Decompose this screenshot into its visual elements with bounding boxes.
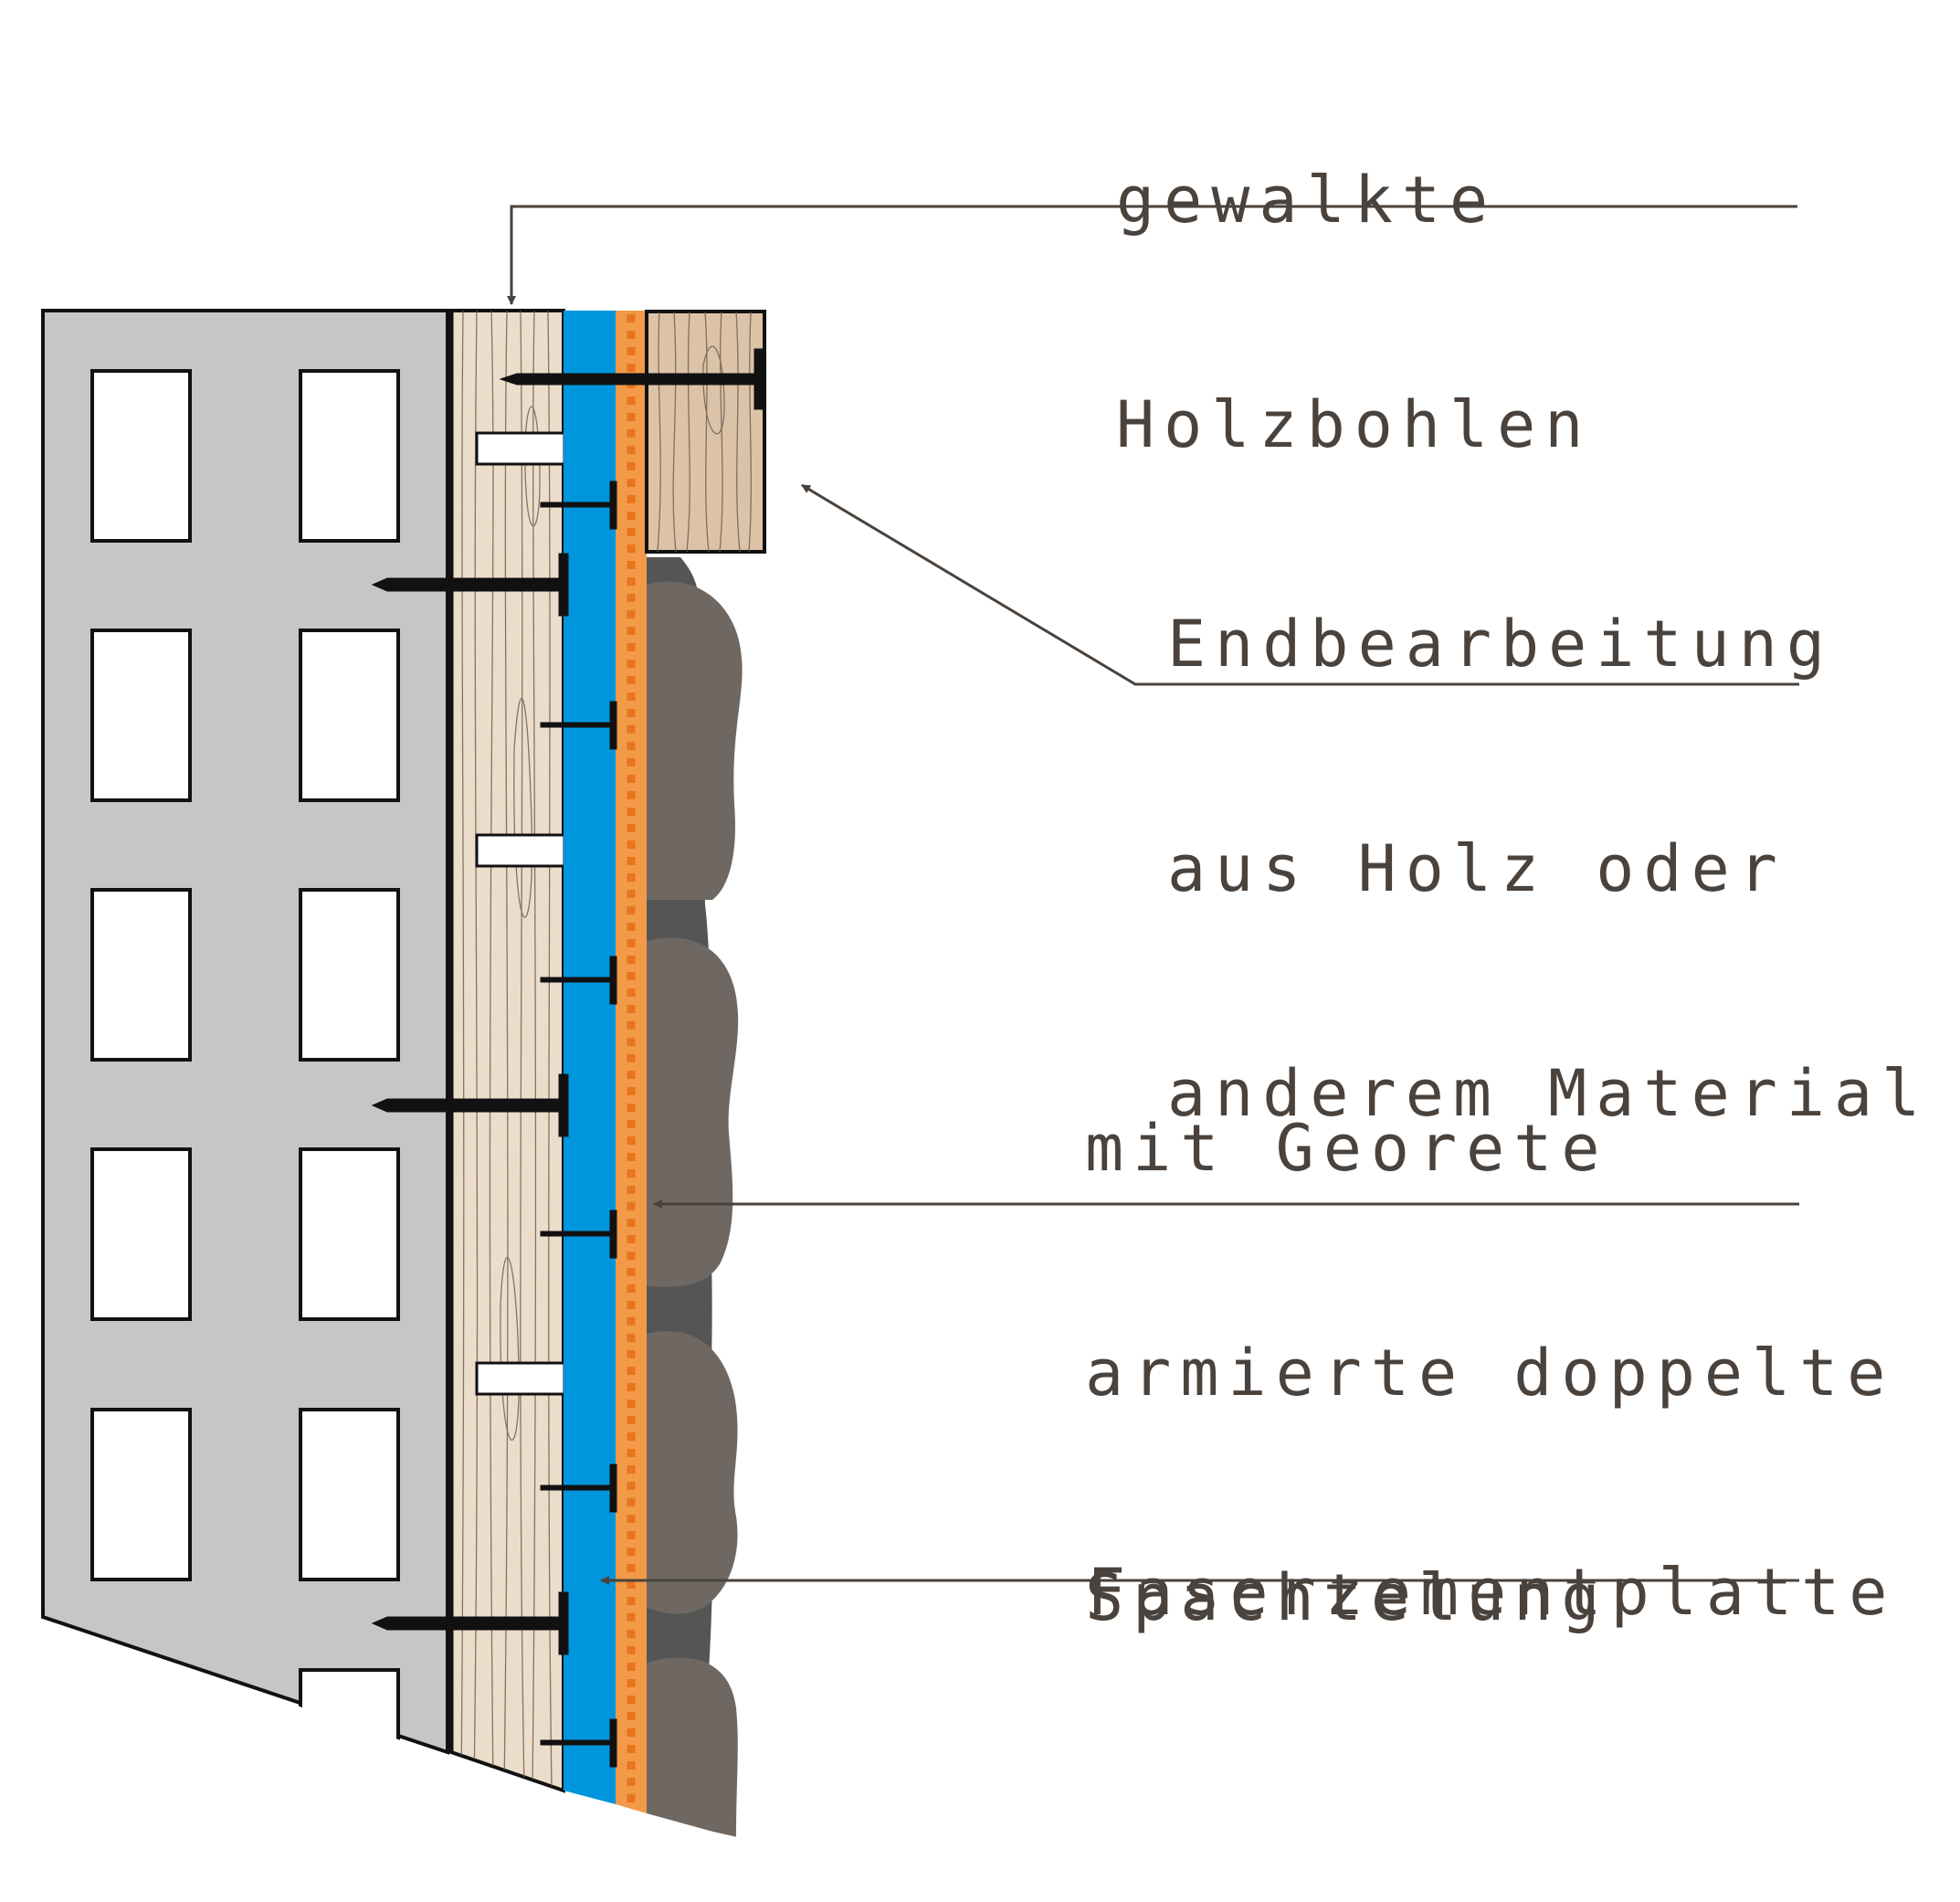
label-line: Faserzementplatte xyxy=(1087,1555,1897,1630)
screw xyxy=(540,481,617,530)
label-line: mit Georete xyxy=(1085,1111,1609,1186)
label-line: aus Holz oder xyxy=(1167,831,1786,906)
screw xyxy=(371,1591,569,1655)
label-faserzementplatte: Faserzementplatte xyxy=(1087,1405,1896,1780)
wood-end-piece xyxy=(645,310,766,554)
stone xyxy=(647,581,743,900)
label-line: Endbearbeitung xyxy=(1167,607,1835,682)
stone xyxy=(647,1331,738,1614)
screw xyxy=(540,1718,617,1768)
wall-plug xyxy=(475,1361,566,1396)
fiber-cement-board xyxy=(564,311,616,1804)
leader-holzbohlen xyxy=(507,205,1797,305)
wood-plank xyxy=(448,309,566,1793)
screw xyxy=(371,1073,569,1137)
screw xyxy=(371,553,569,617)
label-line: gewalkte xyxy=(1116,163,1498,238)
screw xyxy=(540,701,617,750)
screw xyxy=(499,348,764,410)
stone xyxy=(647,937,739,1287)
wall-plug xyxy=(475,431,566,466)
screw xyxy=(540,956,617,1005)
label-line: anderem Material xyxy=(1167,1056,1930,1131)
label-line: Spachtelung xyxy=(1085,1560,1609,1635)
stone xyxy=(647,1657,738,1838)
leader-lines xyxy=(507,205,1799,1585)
label-line: armierte doppelte xyxy=(1085,1336,1895,1411)
screw xyxy=(540,1210,617,1259)
label-spachtelung: mit Georete armierte doppelte Spachtelun… xyxy=(1085,961,1894,1785)
screw xyxy=(540,1463,617,1513)
screws xyxy=(371,348,764,1768)
wall-plug xyxy=(475,833,566,868)
brick-wall xyxy=(37,309,449,1897)
label-line: Holzbohlen xyxy=(1116,387,1593,462)
brick-holes xyxy=(90,369,400,1745)
label-holzbohlen: gewalkte Holzbohlen xyxy=(1116,13,1592,612)
reinforced-plaster xyxy=(616,311,647,1813)
label-endbearbeitung: Endbearbeitung aus Holz oder anderem Mat… xyxy=(1167,457,1929,1281)
leader-endbearbeitung xyxy=(801,483,1799,686)
stone-cladding xyxy=(639,557,743,1897)
